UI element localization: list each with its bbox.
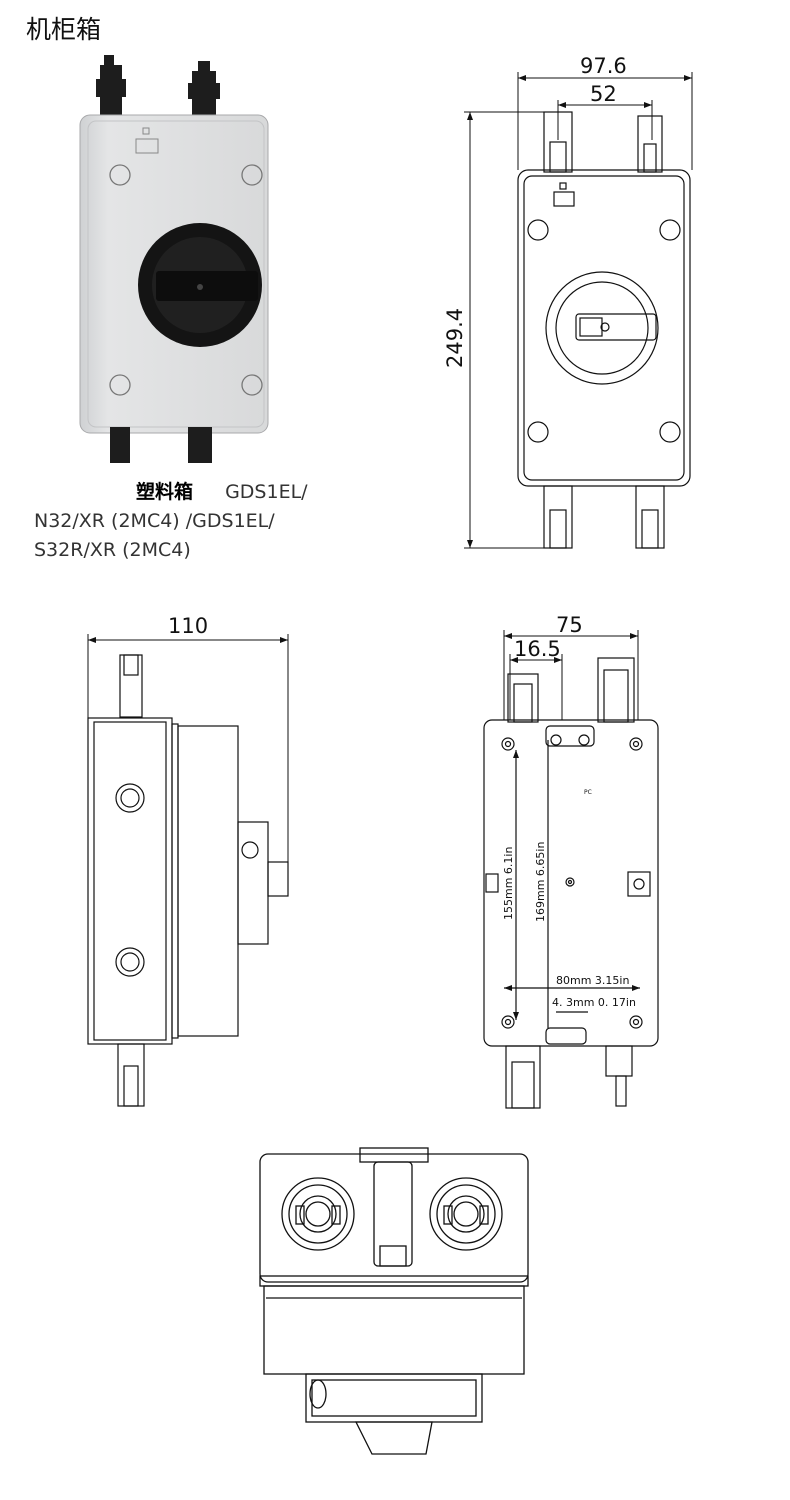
dim-back-width-75: 75 <box>556 613 583 637</box>
page-title: 机柜箱 <box>26 15 102 44</box>
top-connector-right <box>188 61 220 117</box>
front-view-drawing: 97.6 52 249.4 <box>443 54 693 549</box>
dim-169mm: 169mm 6.65in <box>534 842 547 922</box>
side-view-drawing: 110 <box>87 614 289 1107</box>
caption-line1: GDS1EL/ <box>225 481 308 503</box>
product-caption: 塑料箱 GDS1EL/ N32/XR (2MC4) /GDS1EL/ S32R/… <box>34 478 354 565</box>
top-connector-left <box>96 55 126 117</box>
dim-155mm: 155mm 6.1in <box>502 847 515 920</box>
dim-height-249-4: 249.4 <box>443 308 467 368</box>
bottom-view-drawing <box>259 1147 529 1455</box>
dim-offset-16-5: 16.5 <box>514 637 561 661</box>
dim-80mm: 80mm 3.15in <box>556 974 629 987</box>
back-view-drawing: 75 16.5 PC 155mm 6.1in 169mm 6.65in 80mm… <box>483 613 659 1109</box>
caption-name: 塑料箱 <box>136 481 194 503</box>
caption-line2: N32/XR (2MC4) /GDS1EL/ <box>34 510 275 532</box>
caption-line3: S32R/XR (2MC4) <box>34 539 191 561</box>
product-photo <box>79 55 269 463</box>
mark-pc: PC <box>584 789 592 796</box>
dim-inner-52: 52 <box>590 82 617 106</box>
dim-depth-110: 110 <box>168 614 208 638</box>
dim-4-3mm: 4. 3mm 0. 17in <box>552 996 636 1009</box>
dim-width-97-6: 97.6 <box>580 54 627 78</box>
